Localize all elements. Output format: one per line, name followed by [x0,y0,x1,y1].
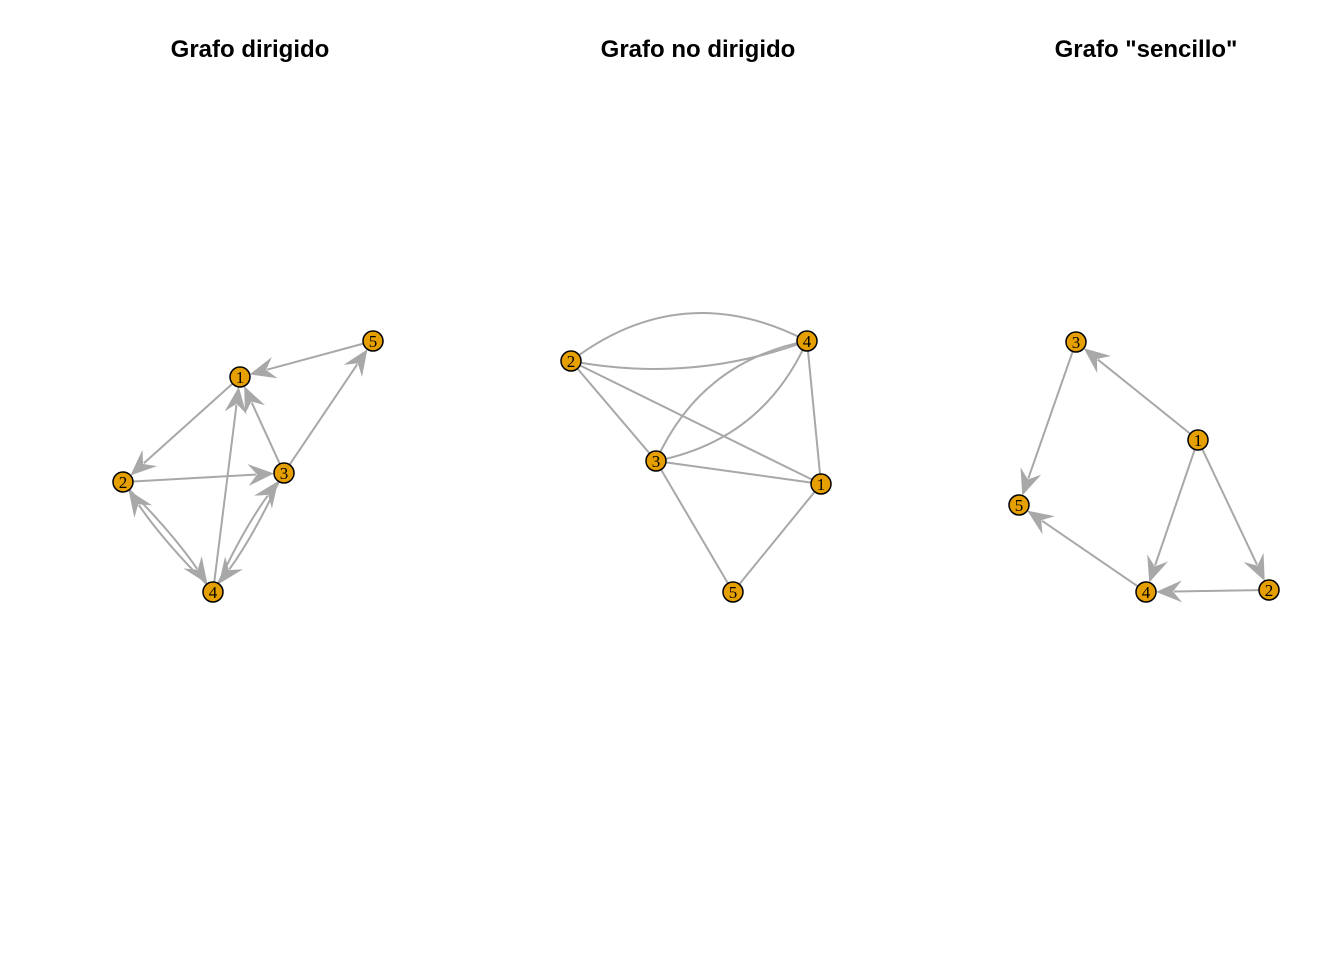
edge-1-2-arrowhead [1243,552,1265,581]
graph-undirected: 1 2 3 4 5 [560,312,832,603]
node-label: 5 [369,332,378,351]
node-5: 5 [362,330,384,352]
edge-1-3 [1097,358,1191,435]
node-circle [273,462,295,484]
edge-2-4 [570,312,808,362]
node-layer: 1 2 3 4 5 [1008,331,1280,603]
node-circle [645,450,667,472]
edge-4-5-arrowhead [1027,510,1055,535]
edge-layer [128,342,368,585]
edge-3-1 [655,460,822,485]
edge-2-3 [132,473,257,483]
node-circle [202,581,224,603]
node-circle [796,330,818,352]
node-circle [1258,579,1280,601]
node-5: 5 [722,581,744,603]
edge-2-4-arrowhead [1155,580,1183,603]
node-circle [1008,494,1030,516]
node-circle [560,350,582,372]
edge-4-3-arrowhead [254,481,279,509]
node-3: 3 [1065,331,1087,353]
edge-3-4 [655,340,808,462]
edge-2-4-arrowhead [183,556,208,584]
edge-2-1 [570,360,822,485]
edge-1-3-arrowhead [1083,348,1111,374]
edge-3-5-arrowhead [343,349,368,377]
node-4: 4 [796,330,818,352]
panel-title-simple: Grafo "sencillo" [1054,36,1238,63]
node-label: 4 [803,332,812,351]
node-circle [229,366,251,388]
node-label: 2 [119,473,128,492]
edge-3-5 [1027,351,1074,479]
edge-2-3-arrowhead [247,464,275,486]
edge-3-1 [250,402,281,465]
panel-title-directed: Grafo dirigido [170,36,330,63]
edge-3-5 [288,363,359,466]
node-circle [1135,581,1157,603]
node-1: 1 [810,473,832,495]
node-label: 3 [1072,333,1081,352]
edge-layer [570,312,822,593]
edge-5-1-arrowhead [249,356,278,379]
node-1: 1 [229,366,251,388]
node-label: 4 [209,583,218,602]
node-circle [362,330,384,352]
edge-1-2 [143,382,234,465]
node-4: 4 [1135,581,1157,603]
edge-1-4 [1154,449,1196,566]
edge-2-4 [570,340,808,370]
edge-3-4-arrowhead [218,556,243,584]
edge-4-1-arrowhead [224,386,247,415]
node-layer: 1 2 3 4 5 [560,330,832,603]
node-5: 5 [1008,494,1030,516]
edge-1-4-arrowhead [1147,554,1169,583]
node-label: 5 [729,583,738,602]
node-1: 1 [1187,429,1209,451]
node-label: 1 [1194,431,1203,450]
edge-3-1-arrowhead [244,386,265,415]
graph-simple: 1 2 3 4 5 [1008,331,1280,603]
node-label: 1 [236,368,245,387]
node-circle [722,581,744,603]
panel-title-undirected: Grafo no dirigido [600,36,796,63]
node-2: 2 [560,350,582,372]
edge-4-3 [217,495,269,584]
node-label: 2 [1265,581,1274,600]
edge-3-4 [655,340,808,462]
edge-4-2 [138,504,208,585]
node-label: 2 [567,352,576,371]
edge-4-1 [806,340,822,485]
node-3: 3 [645,450,667,472]
edge-5-1 [266,342,364,371]
edge-layer [1020,348,1265,603]
edge-4-1 [213,404,238,583]
node-3: 3 [273,462,295,484]
node-layer: 1 2 3 4 5 [112,330,384,603]
node-2: 2 [1258,579,1280,601]
edge-4-2-arrowhead [128,490,153,518]
edge-3-5-arrowhead [1020,467,1042,496]
node-label: 4 [1142,583,1151,602]
node-label: 5 [1015,496,1024,515]
node-2: 2 [112,471,134,493]
edge-5-1 [732,483,822,593]
edge-2-3 [570,360,657,462]
node-label: 3 [652,452,661,471]
node-label: 1 [817,475,826,494]
node-circle [1065,331,1087,353]
edge-1-2 [1201,448,1258,566]
node-label: 3 [280,464,289,483]
edge-3-5 [655,460,734,593]
edge-1-2-arrowhead [130,449,158,476]
edge-4-5 [1041,519,1139,588]
node-circle [810,473,832,495]
edge-2-4 [1173,589,1260,593]
graph-directed: 1 2 3 4 5 [112,330,384,603]
node-4: 4 [202,581,224,603]
node-circle [112,471,134,493]
node-circle [1187,429,1209,451]
